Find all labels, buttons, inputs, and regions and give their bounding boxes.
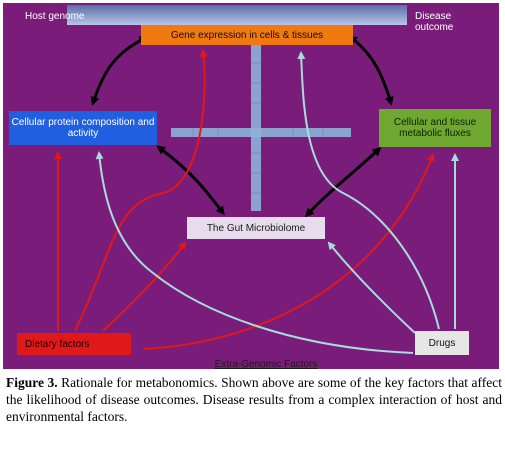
gut-microbiolome-box: The Gut Microbiolome bbox=[187, 217, 325, 239]
arrow-metabolic-gut bbox=[304, 146, 382, 218]
gene-expression-box: Gene expression in cells & tissues bbox=[141, 25, 353, 45]
blue-arrow-drugs-gut bbox=[327, 241, 416, 334]
top-bar bbox=[67, 5, 407, 25]
red-arrow-dietary-gene bbox=[74, 49, 208, 332]
diagram-arrows bbox=[54, 5, 459, 354]
blue-arrow-drugs-gene bbox=[297, 51, 440, 330]
metabonomics-diagram: Host genome Disease outcome Gene express… bbox=[3, 3, 499, 369]
cellular-protein-box: Cellular protein composition and activit… bbox=[9, 111, 157, 145]
arrow-gene-protein bbox=[90, 36, 149, 106]
figure-caption: Figure 3. Rationale for metabonomics. Sh… bbox=[6, 374, 502, 425]
disease-outcome-label: Disease outcome bbox=[415, 11, 454, 33]
caption-text: Rationale for metabonomics. Shown above … bbox=[6, 375, 502, 424]
red-arrow-dietary-metabolic bbox=[142, 153, 435, 350]
cross-horizontal bbox=[171, 128, 351, 137]
extra-genomic-label: Extra-Genomic Factors bbox=[214, 359, 318, 369]
arrow-gene-metabolic bbox=[348, 35, 394, 106]
drugs-box: Drugs bbox=[415, 331, 469, 355]
host-genome-label: Host genome bbox=[25, 11, 85, 22]
blue-arrow-drugs-protein bbox=[95, 151, 414, 354]
dietary-factors-box: Dietary factors bbox=[17, 333, 131, 355]
cellular-tissue-box: Cellular and tissue metabolic fluxes bbox=[379, 109, 491, 147]
arrow-protein-gut bbox=[156, 145, 225, 216]
caption-label: Figure 3. bbox=[6, 375, 58, 390]
red-arrow-dietary-gut bbox=[102, 241, 187, 332]
